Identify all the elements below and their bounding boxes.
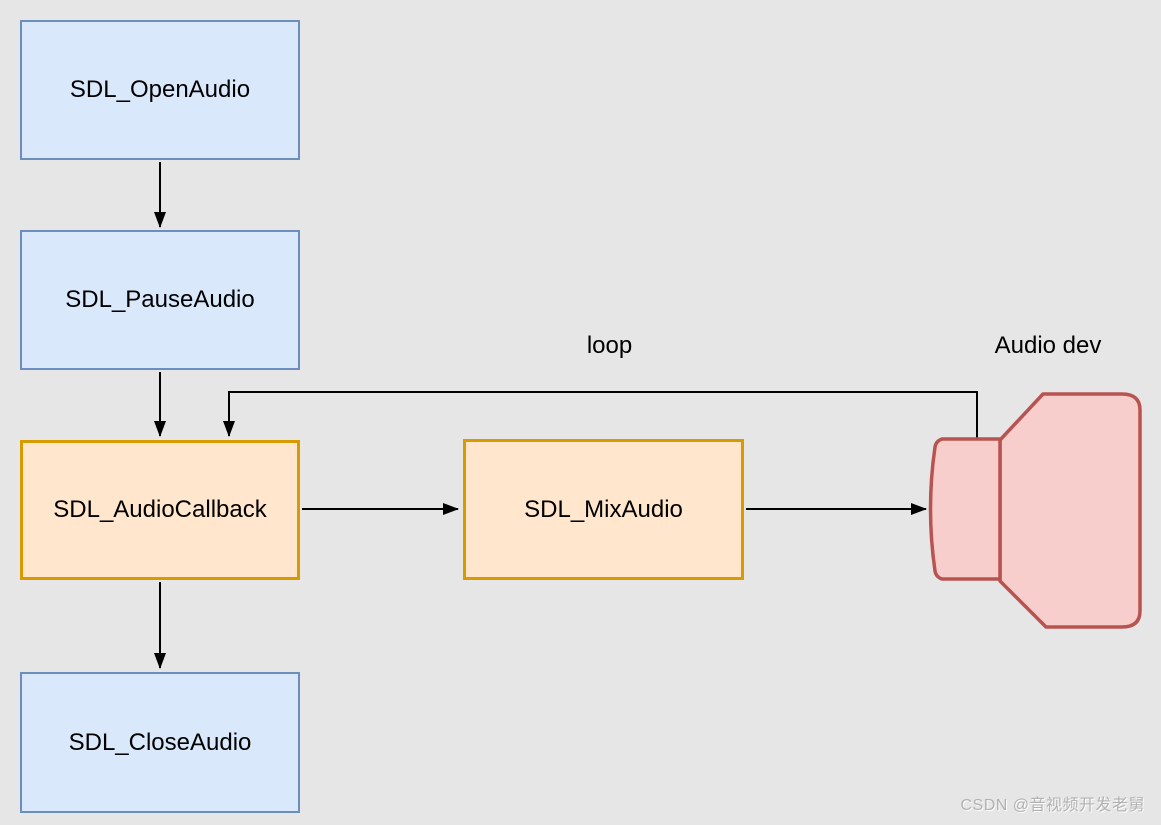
speaker-driver [928, 437, 1002, 581]
loop-edge-label: loop [586, 332, 633, 359]
node-sdl-mix-audio: SDL_MixAudio [463, 439, 744, 580]
node-label: SDL_CloseAudio [68, 728, 252, 756]
speaker-icon [928, 392, 1142, 629]
watermark-text: CSDN @音视频开发老舅 [960, 797, 1145, 814]
node-label: SDL_MixAudio [524, 495, 683, 523]
node-sdl-pause-audio: SDL_PauseAudio [20, 230, 300, 370]
edge-loop-audiodev-to-callback [223, 391, 978, 438]
node-sdl-open-audio: SDL_OpenAudio [20, 20, 300, 160]
node-sdl-audio-callback: SDL_AudioCallback [20, 440, 300, 580]
speaker-horn [998, 392, 1142, 629]
audio-device-label: Audio dev [994, 332, 1102, 359]
node-label: SDL_OpenAudio [69, 76, 251, 103]
node-label: SDL_AudioCallback [53, 496, 267, 523]
node-label: SDL_PauseAudio [65, 286, 255, 313]
node-sdl-close-audio: SDL_CloseAudio [20, 672, 300, 813]
